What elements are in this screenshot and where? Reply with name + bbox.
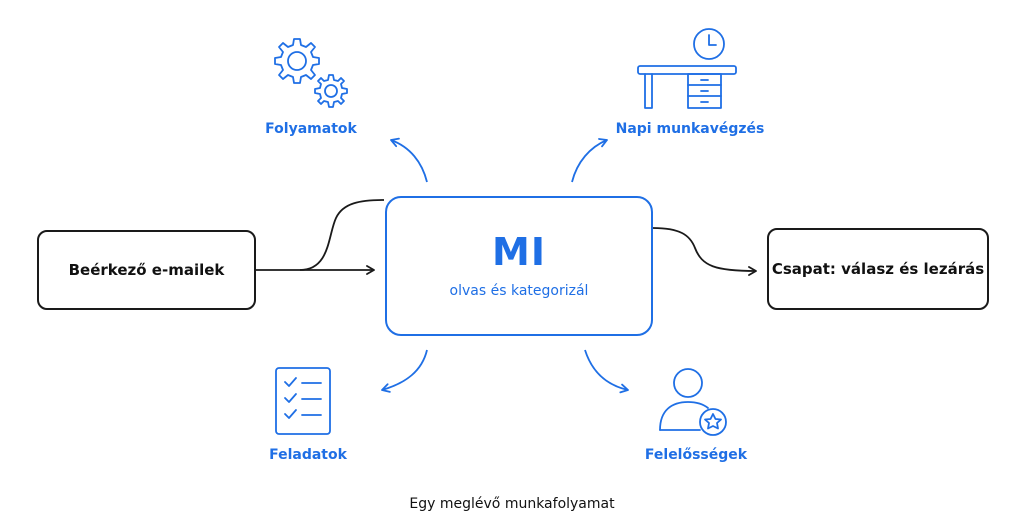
caption: Egy meglévő munkafolyamat: [409, 496, 615, 512]
label-folyamatok: Folyamatok: [265, 121, 357, 137]
center-title: MI: [492, 230, 546, 274]
arrow-bottom-left: [381, 349, 428, 393]
output-arrow: [652, 227, 757, 276]
gears-icon: [274, 38, 348, 108]
person-star-icon: [659, 368, 727, 436]
input-box-label: Beérkező e-mailek: [68, 261, 225, 279]
output-box-label: Csapat: válasz és lezárás: [771, 260, 985, 278]
label-feladatok: Feladatok: [269, 447, 347, 463]
input-curve: [299, 199, 385, 271]
checklist-icon: [275, 367, 331, 435]
input-box: Beérkező e-mailek: [37, 230, 256, 310]
label-felelossegek: Felelősségek: [644, 447, 748, 463]
label-napi-munkavegzes: Napi munkavégzés: [615, 121, 765, 137]
desk-clock-icon: [637, 28, 737, 109]
arrow-bottom-right: [584, 349, 629, 394]
arrow-top-right: [571, 138, 608, 183]
center-subtitle: olvas és kategorizál: [449, 283, 589, 299]
center-box: MI olvas és kategorizál: [385, 196, 653, 336]
output-box: Csapat: válasz és lezárás: [767, 228, 989, 310]
arrow-top-left: [390, 137, 428, 183]
